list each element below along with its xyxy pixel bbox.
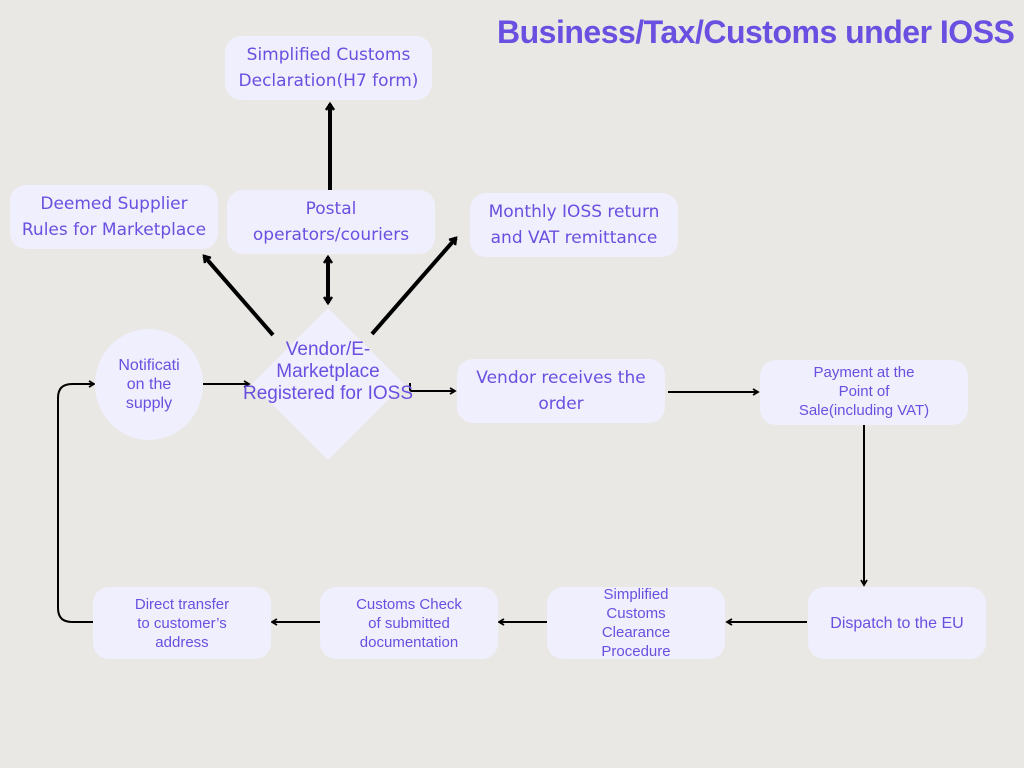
node-label: Dispatch to the EU	[830, 614, 964, 632]
diagram-title: Business/Tax/Customs under IOSS	[497, 14, 1015, 50]
arrow-vendor-to-order	[409, 383, 457, 395]
arrow-vendor-to-deemed-supplier	[202, 256, 275, 337]
node-label: Vendor receives the order	[476, 368, 646, 414]
node-simplified-clearance: Simplified Customs Clearance Procedure	[547, 586, 725, 660]
node-dispatch-eu: Dispatch to the EU	[808, 587, 986, 659]
node-notification: Notificati on the supply	[95, 329, 203, 440]
node-label: Customs Check of submitted documentation	[356, 595, 462, 651]
node-label: Notificati on the supply	[118, 357, 180, 412]
node-label: Payment at the Point of Sale(including V…	[798, 364, 930, 419]
node-label: Postal operators/couriers	[252, 199, 410, 245]
node-direct-transfer: Direct transfer to customer’s address	[93, 587, 271, 659]
node-customs-check: Customs Check of submitted documentation	[320, 587, 498, 659]
node-postal-operators: Postal operators/couriers	[227, 190, 435, 254]
node-label: Simplified Customs Declaration(H7 form)	[238, 45, 419, 91]
node-label: Monthly IOSS return and VAT remittance	[488, 202, 660, 248]
node-simplified-customs-declaration: Simplified Customs Declaration(H7 form)	[225, 36, 432, 100]
node-label: Direct transfer to customer’s address	[134, 595, 230, 651]
node-vendor-marketplace: Vendor/E- Marketplace Registered for IOS…	[242, 339, 414, 404]
node-label: Deemed Supplier Rules for Marketplace	[21, 194, 207, 240]
node-deemed-supplier: Deemed Supplier Rules for Marketplace	[10, 185, 218, 249]
arrow-vendor-to-monthly-return	[370, 238, 458, 336]
node-label: Simplified Customs Clearance Procedure	[601, 586, 671, 660]
node-vendor-receives-order: Vendor receives the order	[457, 359, 665, 423]
node-payment-point-of-sale: Payment at the Point of Sale(including V…	[760, 360, 968, 425]
arrow-transfer-to-notification	[57, 380, 96, 623]
node-monthly-ioss-return: Monthly IOSS return and VAT remittance	[470, 193, 678, 257]
